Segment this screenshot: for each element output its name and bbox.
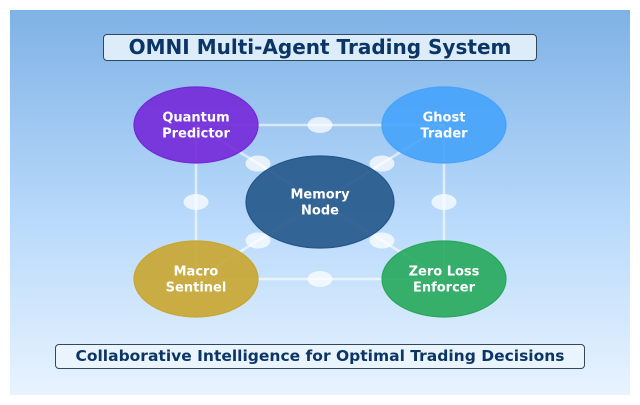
connection-marker-quantum-predictor-to-ghost-trader	[307, 117, 333, 133]
macro-sentinel-label-line-2: Sentinel	[166, 281, 227, 296]
zero-loss-enforcer-node	[381, 240, 507, 318]
memory-node-label-line-2: Node	[301, 204, 339, 219]
connection-marker-zero-loss-enforcer-to-memory-node	[369, 232, 395, 249]
connection-marker-ghost-trader-to-zero-loss-enforcer	[431, 194, 457, 210]
page-subtitle: Collaborative Intelligence for Optimal T…	[55, 344, 585, 369]
quantum-predictor-label-line-2: Predictor	[162, 127, 230, 142]
macro-sentinel-label-line-1: Macro	[174, 265, 219, 280]
zero-loss-enforcer-label-line-2: Enforcer	[413, 281, 476, 296]
ghost-trader-label-line-2: Trader	[420, 127, 468, 142]
connection-marker-macro-sentinel-to-memory-node	[245, 232, 271, 249]
zero-loss-enforcer-label-line-1: Zero Loss	[409, 265, 480, 280]
connection-marker-quantum-predictor-to-macro-sentinel	[183, 194, 209, 210]
connection-marker-macro-sentinel-to-zero-loss-enforcer	[307, 271, 333, 287]
ghost-trader-node	[381, 86, 507, 164]
memory-node-node	[245, 155, 395, 249]
connection-marker-ghost-trader-to-memory-node	[369, 155, 395, 172]
connection-markers-layer	[183, 117, 457, 287]
quantum-predictor-label-line-1: Quantum	[162, 111, 229, 126]
quantum-predictor-node	[133, 86, 259, 164]
connection-marker-quantum-predictor-to-memory-node	[245, 155, 271, 172]
ghost-trader-label-line-1: Ghost	[423, 111, 466, 126]
memory-node-label-line-1: Memory	[290, 188, 350, 203]
macro-sentinel-node	[133, 240, 259, 318]
page-title: OMNI Multi-Agent Trading System	[103, 34, 537, 61]
